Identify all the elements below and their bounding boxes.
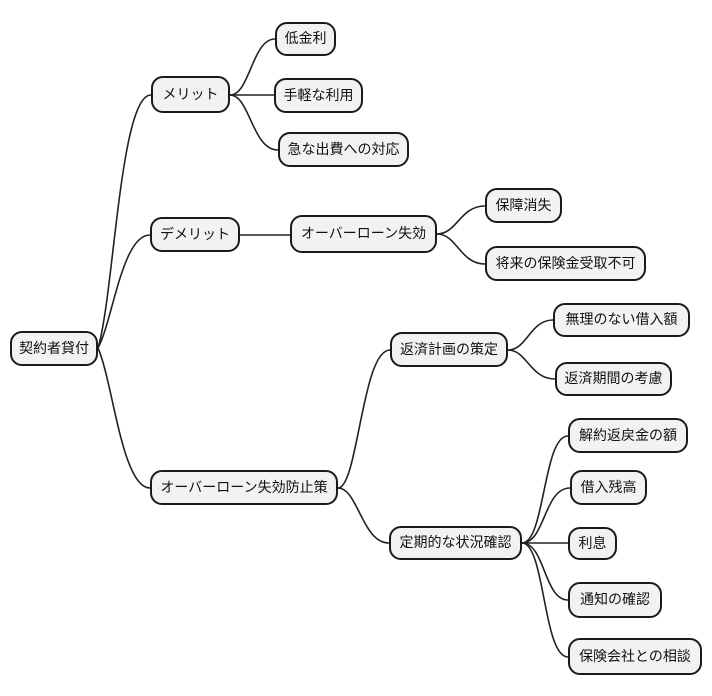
node-lapse-prevention: オーバーローン失効防止策	[150, 470, 338, 505]
node-urgent-expense: 急な出費への対応	[278, 132, 409, 167]
node-coverage-loss: 保障消失	[485, 188, 562, 223]
node-easy-use: 手軽な利用	[274, 78, 363, 113]
node-repayment-period: 返済期間の考慮	[555, 362, 672, 396]
edge-prevention-repayment-plan	[337, 349, 391, 489]
node-notice-check: 通知の確認	[568, 582, 662, 618]
edge-check-insurer-consult	[521, 542, 569, 658]
node-demerit: デメリット	[150, 217, 240, 252]
node-reasonable-amount: 無理のない借入額	[553, 303, 690, 337]
edge-merit-urgent-expense	[229, 94, 279, 151]
node-overloan-lapse: オーバーローン失効	[290, 215, 437, 253]
edge-plan-repayment-period	[507, 349, 556, 380]
node-loan-balance: 借入残高	[570, 470, 647, 505]
edge-merit-low-interest	[229, 38, 276, 96]
node-insurer-consult: 保険会社との相談	[568, 638, 702, 675]
node-merit: メリット	[151, 76, 230, 113]
edge-prevention-periodic-check	[337, 487, 390, 544]
node-no-future-benefit: 将来の保険金受取不可	[485, 246, 646, 281]
node-periodic-check: 定期的な状況確認	[389, 526, 522, 560]
node-interest: 利息	[568, 527, 617, 560]
node-repayment-plan: 返済計画の策定	[390, 332, 508, 367]
node-root: 契約者貸付	[10, 331, 98, 366]
node-surrender-value: 解約返戻金の額	[568, 418, 688, 453]
edge-check-notice-check	[521, 542, 569, 601]
edge-check-loan-balance	[521, 487, 571, 544]
edge-root-lapse-prevention	[97, 347, 151, 489]
edge-root-merit	[97, 94, 152, 349]
node-low-interest: 低金利	[275, 22, 336, 56]
edge-lapse-no-future-benefit	[436, 233, 486, 265]
edge-check-surrender-value	[521, 435, 569, 544]
edge-lapse-coverage-loss	[436, 205, 486, 235]
edge-plan-reasonable-amount	[507, 319, 554, 351]
edge-root-demerit	[97, 234, 151, 349]
